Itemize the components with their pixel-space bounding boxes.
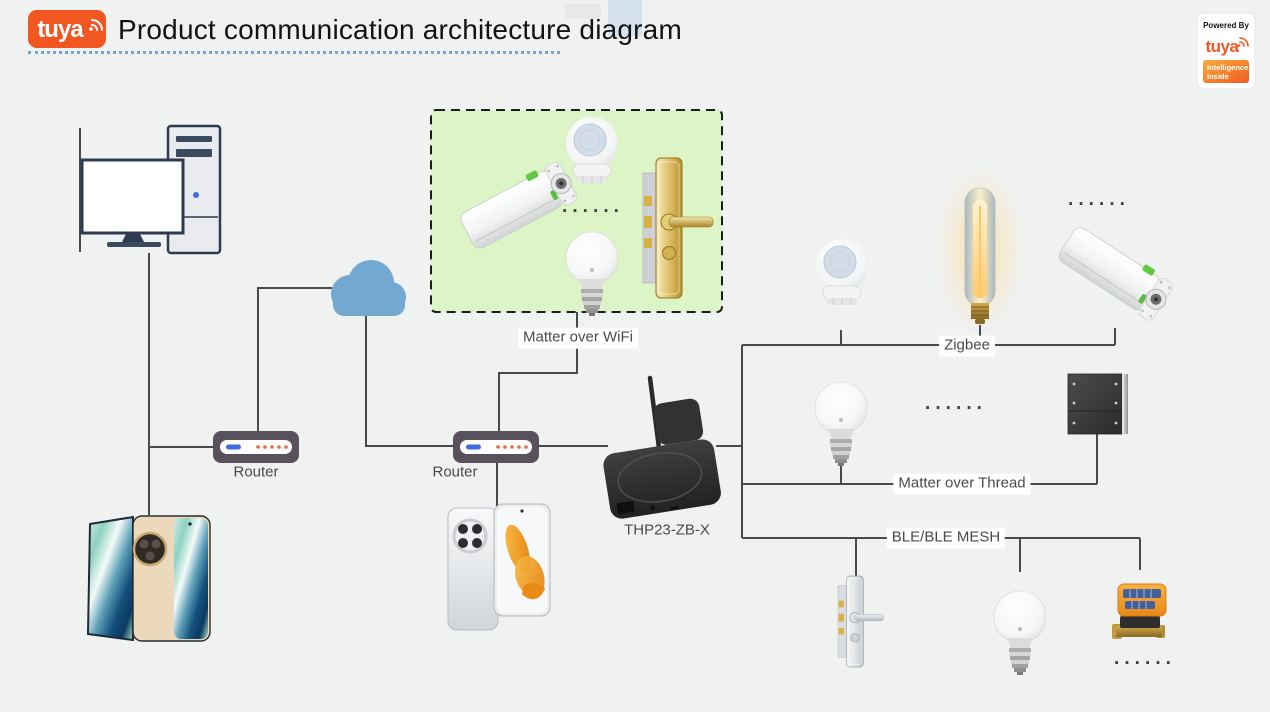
- label-router-center: Router: [432, 463, 478, 481]
- device-smart-valve-ble: [1112, 583, 1167, 639]
- label-zigbee: Zigbee: [939, 335, 995, 357]
- powered-by-tuya-badge: Powered By tuya Intelligence Inside: [1196, 12, 1256, 90]
- window-artifact-gray: [565, 4, 601, 19]
- badge-wifi-signal-icon: [1239, 37, 1249, 47]
- window-artifact-blue: [608, 0, 642, 36]
- device-motion-sensor-wifi: [565, 116, 619, 184]
- wifi-signal-icon: [91, 19, 103, 31]
- label-gateway-model: THP23-ZB-X: [624, 521, 710, 539]
- device-internet-cloud: [331, 260, 406, 316]
- device-router-center: [453, 431, 539, 463]
- device-light-bulb-ble: [993, 590, 1047, 676]
- title-dotted-underline: [28, 47, 560, 54]
- label-ble-mesh: BLE/BLE MESH: [886, 527, 1006, 549]
- more-devices-dots-ble: ······: [1114, 653, 1176, 675]
- powered-by-text: Powered By: [1203, 21, 1249, 30]
- more-devices-dots-thread: ······: [925, 398, 987, 420]
- tuya-logo: tuya: [28, 10, 106, 48]
- badge-tagline-1: Intelligence: [1207, 63, 1248, 72]
- device-foldable-phone: [86, 515, 211, 642]
- tuya-logo-text: tuya: [37, 16, 84, 43]
- page-title: Product communication architecture diagr…: [118, 14, 682, 45]
- device-smartphone: [447, 503, 551, 631]
- more-devices-dots-zigbee: ······: [1068, 194, 1130, 216]
- label-router-left: Router: [233, 463, 279, 481]
- device-door-lock-wifi: [642, 157, 714, 299]
- label-matter-over-thread: Matter over Thread: [893, 473, 1031, 495]
- device-zigbee-gateway: [603, 375, 721, 519]
- device-scene-switch-panel: [1067, 373, 1128, 435]
- device-router-left: [213, 431, 299, 463]
- more-devices-dots-wifi: ······: [562, 201, 624, 223]
- badge-tagline-2: Inside: [1207, 72, 1229, 81]
- device-curtain-robot-zigbee: [1054, 220, 1179, 324]
- device-motion-sensor-zigbee: [815, 238, 869, 306]
- label-matter-over-wifi: Matter over WiFi: [517, 327, 639, 349]
- device-door-lock-ble: [837, 575, 884, 668]
- badge-brand-text: tuya: [1206, 37, 1240, 56]
- device-light-bulb-thread: [814, 381, 868, 467]
- device-desktop-computer: [80, 124, 222, 255]
- device-filament-bulb-zigbee: [936, 168, 1024, 332]
